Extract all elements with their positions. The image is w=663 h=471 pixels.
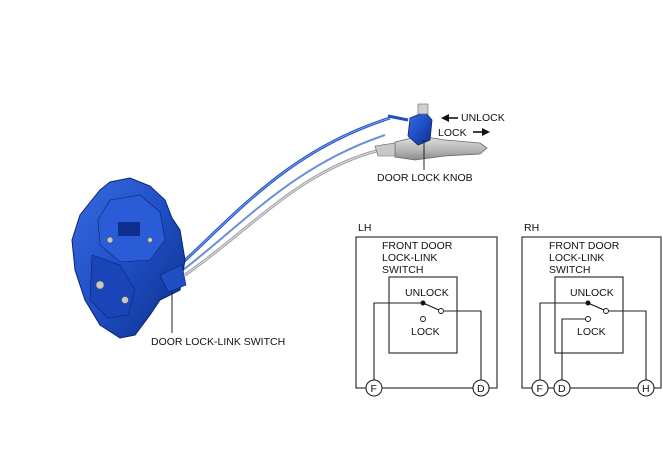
lock-label: LOCK	[438, 127, 467, 139]
rh-schematic: RH FRONT DOOR LOCK-LINK SWITCH UNLOCK LO…	[521, 222, 662, 397]
lh-title-line2: LOCK-LINK	[382, 252, 437, 264]
lh-terminal-d-label: D	[477, 383, 485, 395]
lh-title-line1: FRONT DOOR	[382, 240, 453, 252]
rh-terminal-h-label: H	[642, 383, 650, 395]
lh-title-line3: SWITCH	[382, 264, 423, 276]
lh-outer-box	[355, 236, 498, 389]
rh-outer-box	[521, 236, 662, 389]
door-lock-actuator	[71, 177, 187, 339]
rh-lock-label: LOCK	[577, 326, 606, 338]
rh-common-contact	[603, 308, 609, 314]
rh-terminal-f-label: F	[537, 383, 543, 395]
lh-switch-blade	[422, 302, 440, 311]
lh-unlock-label: UNLOCK	[405, 287, 449, 299]
rh-terminal-d	[553, 379, 571, 397]
rh-title-line2: LOCK-LINK	[549, 252, 604, 264]
rh-title-line1: FRONT DOOR	[549, 240, 620, 252]
door-lock-knob-label: DOOR LOCK KNOB	[377, 172, 473, 184]
rh-unlock-label: UNLOCK	[570, 287, 614, 299]
lock-cables	[178, 116, 391, 277]
lh-side-label: LH	[358, 222, 371, 234]
rh-title-line3: SWITCH	[549, 264, 590, 276]
door-lock-knob	[387, 103, 433, 146]
lh-schematic: LH FRONT DOOR LOCK-LINK SWITCH UNLOCK LO…	[355, 222, 498, 397]
rh-switch-box	[554, 276, 624, 354]
rh-lock-contact	[585, 316, 591, 322]
lh-terminal-f-label: F	[371, 383, 377, 395]
lh-terminal-d	[472, 379, 490, 397]
lh-terminal-f	[365, 379, 383, 397]
rh-side-label: RH	[524, 222, 539, 234]
arrow-right-icon	[473, 128, 490, 136]
lh-switch-box	[388, 276, 458, 354]
lh-lock-label: LOCK	[411, 326, 440, 338]
rh-terminal-d-label: D	[558, 383, 566, 395]
lh-wire-d	[443, 310, 482, 380]
lh-wire-f	[373, 302, 423, 380]
rh-wire-d	[561, 318, 586, 380]
arrow-left-icon	[441, 114, 458, 122]
lh-common-contact	[438, 308, 444, 314]
rh-terminal-f	[531, 379, 549, 397]
lh-lock-contact	[420, 316, 426, 322]
rh-terminal-h	[637, 379, 655, 397]
door-lock-link-switch-label: DOOR LOCK-LINK SWITCH	[151, 336, 285, 348]
door-handle	[374, 135, 488, 161]
unlock-label: UNLOCK	[461, 112, 505, 124]
rh-switch-blade	[587, 302, 605, 311]
rh-wire-h	[608, 310, 647, 380]
rh-wire-f	[539, 302, 588, 380]
